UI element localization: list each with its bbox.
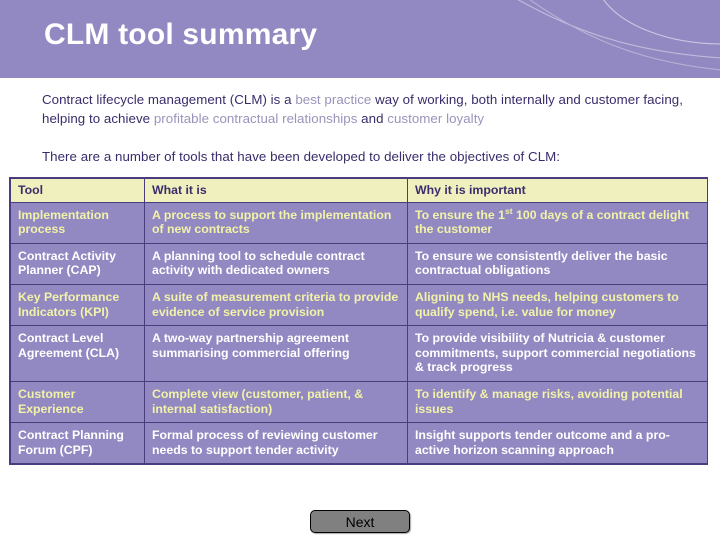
intro-highlight-best-practice: best practice — [295, 92, 372, 107]
next-button[interactable]: Next — [310, 510, 410, 533]
cell-why-it-is-important: Insight supports tender outcome and a pr… — [407, 422, 708, 465]
cell-tool: Contract Level Agreement (CLA) — [10, 325, 145, 382]
cell-why-it-is-important: To ensure we consistently deliver the ba… — [407, 242, 708, 285]
ordinal-suffix: st — [504, 205, 513, 216]
cell-what-it-is: A two-way partnership agreement summaris… — [144, 325, 408, 382]
intro-seg-2: way of working, both internally and cust… — [42, 92, 683, 126]
cell-tool: Customer Experience — [10, 380, 145, 424]
cell-what-it-is: A suite of measurement criteria to provi… — [144, 283, 408, 327]
cell-why-it-is-important: To identify & manage risks, avoiding pot… — [407, 380, 708, 424]
cell-why-it-is-important: To provide visibility of Nutricia & cust… — [407, 325, 708, 382]
header-swoosh-decoration — [517, 0, 720, 71]
table-row: Key Performance Indicators (KPI) A suite… — [10, 283, 708, 327]
cell-what-it-is: Formal process of reviewing customer nee… — [144, 422, 408, 465]
table-row: Implementation process A process to supp… — [10, 201, 708, 244]
table-row: Contract Activity Planner (CAP) A planni… — [10, 242, 708, 285]
column-header-what-it-is: What it is — [144, 178, 408, 203]
intro-seg-1: Contract lifecycle management (CLM) is a — [42, 92, 296, 107]
intro-highlight-profitable-relationships: profitable contractual relationships — [153, 111, 358, 126]
cell-tool: Contract Planning Forum (CPF) — [10, 422, 145, 465]
cell-what-it-is: A planning tool to schedule contract act… — [144, 242, 408, 285]
column-header-why-it-is-important: Why it is important — [407, 178, 708, 203]
table-row: Customer Experience Complete view (custo… — [10, 380, 708, 424]
cell-what-it-is: Complete view (customer, patient, & inte… — [144, 380, 408, 424]
slide-header-band: CLM tool summary — [0, 0, 720, 78]
cell-why-it-is-important: Aligning to NHS needs, helping customers… — [407, 283, 708, 327]
why-text-pre: To ensure the 1 — [415, 207, 505, 222]
page-title: CLM tool summary — [44, 18, 318, 51]
table-row: Contract Level Agreement (CLA) A two-way… — [10, 325, 708, 382]
intro-text-block: Contract lifecycle management (CLM) is a… — [42, 90, 702, 166]
intro-paragraph-1: Contract lifecycle management (CLM) is a… — [42, 90, 702, 128]
tool-summary-table: Tool What it is Why it is important Impl… — [9, 177, 708, 466]
column-header-tool: Tool — [10, 178, 145, 203]
intro-seg-3: and — [357, 111, 388, 126]
cell-tool: Implementation process — [10, 201, 145, 244]
intro-paragraph-2: There are a number of tools that have be… — [42, 149, 561, 164]
intro-highlight-customer-loyalty: customer loyalty — [387, 111, 485, 126]
why-text-post: 100 days of a contract delight the custo… — [415, 207, 689, 237]
table-row: Contract Planning Forum (CPF) Formal pro… — [10, 422, 708, 465]
cell-tool: Contract Activity Planner (CAP) — [10, 242, 145, 285]
cell-tool: Key Performance Indicators (KPI) — [10, 283, 145, 327]
cell-why-it-is-important: To ensure the 1st 100 days of a contract… — [407, 201, 708, 244]
table-header-row: Tool What it is Why it is important — [10, 178, 708, 203]
cell-what-it-is: A process to support the implementation … — [144, 201, 408, 244]
